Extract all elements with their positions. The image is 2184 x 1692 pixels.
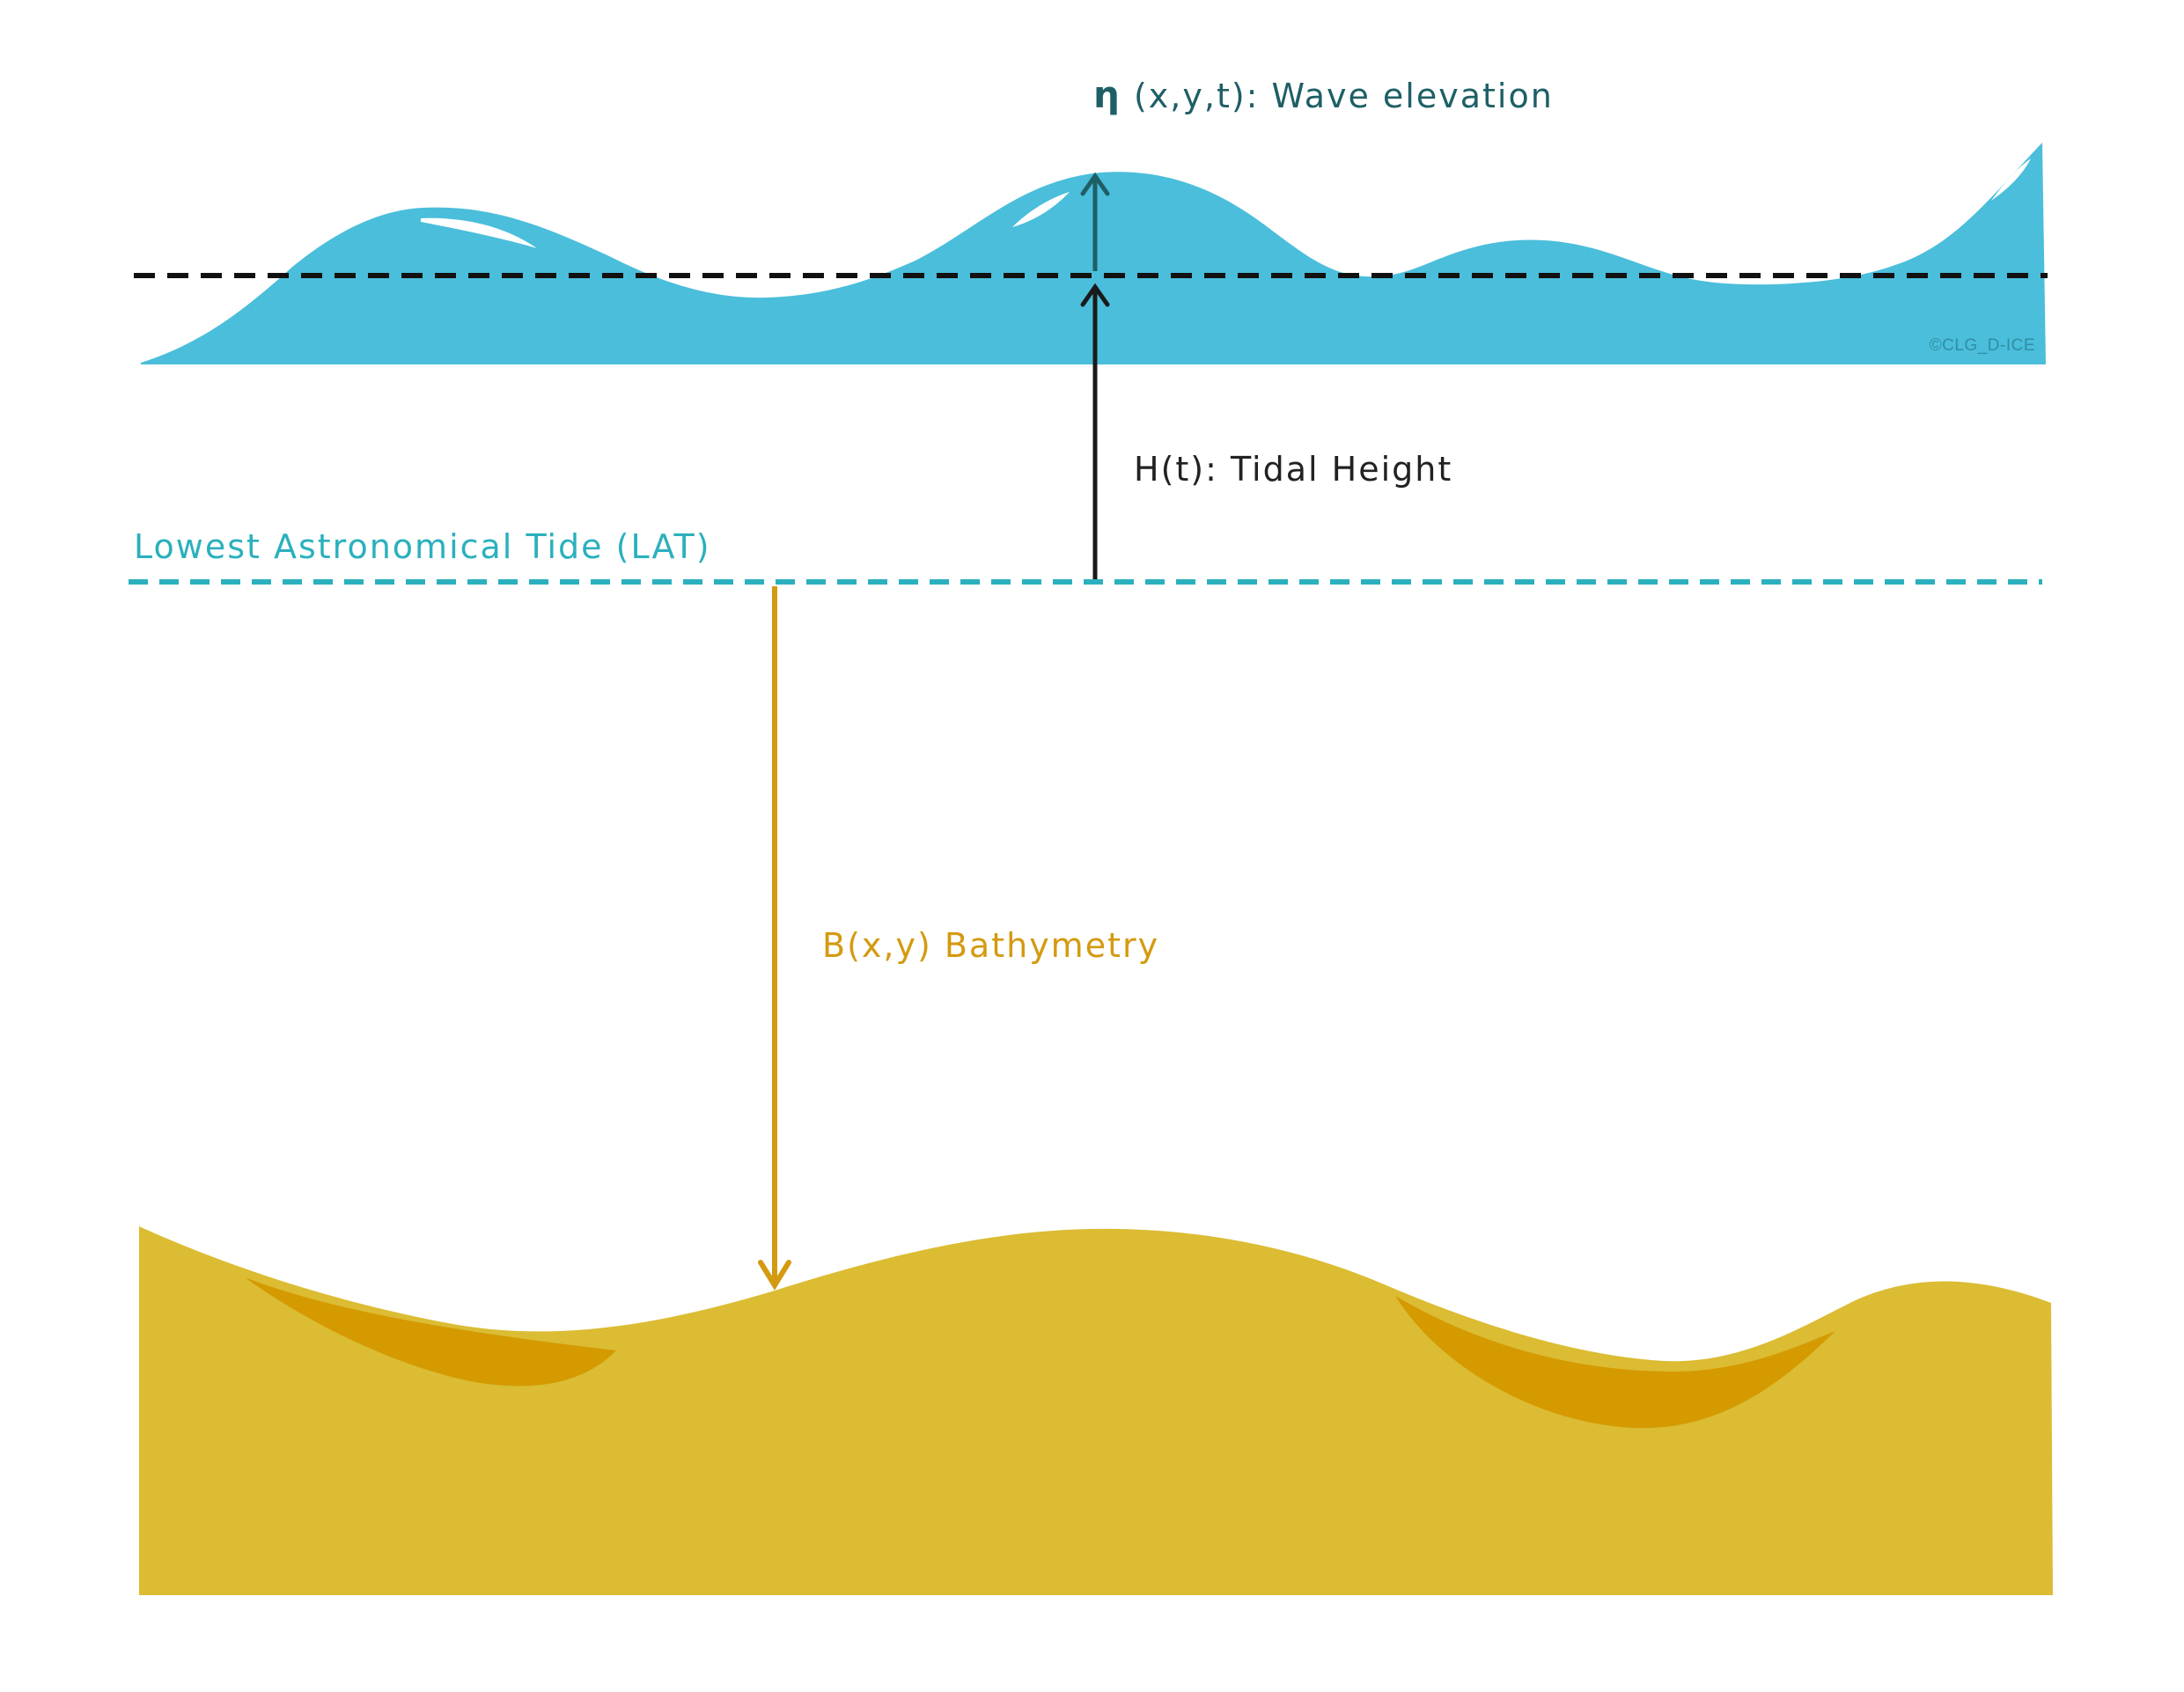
bathymetry-arrowhead [758, 1260, 791, 1291]
wave-elevation-label: η (x,y,t): Wave elevation [1093, 73, 1554, 116]
tidal-height-label: H(t): Tidal Height [1134, 450, 1452, 489]
seabed [139, 1226, 2053, 1595]
wave-highlight [1012, 192, 1070, 227]
wave-highlight [421, 217, 537, 248]
lat-label: Lowest Astronomical Tide (LAT) [134, 527, 711, 566]
seabed-shadow [1395, 1296, 1835, 1429]
wave-elevation-text: (x,y,t): Wave elevation [1121, 77, 1554, 115]
wave-highlight [1991, 158, 2031, 201]
seabed-shadow [245, 1277, 616, 1387]
bathymetry-label: B(x,y) Bathymetry [822, 926, 1159, 965]
tidal-height-arrowhead [1080, 283, 1110, 307]
copyright-label: ©CLG_D-ICE [1930, 336, 2035, 355]
eta-symbol: η [1093, 73, 1121, 116]
wave-elevation-arrowhead [1080, 172, 1110, 196]
